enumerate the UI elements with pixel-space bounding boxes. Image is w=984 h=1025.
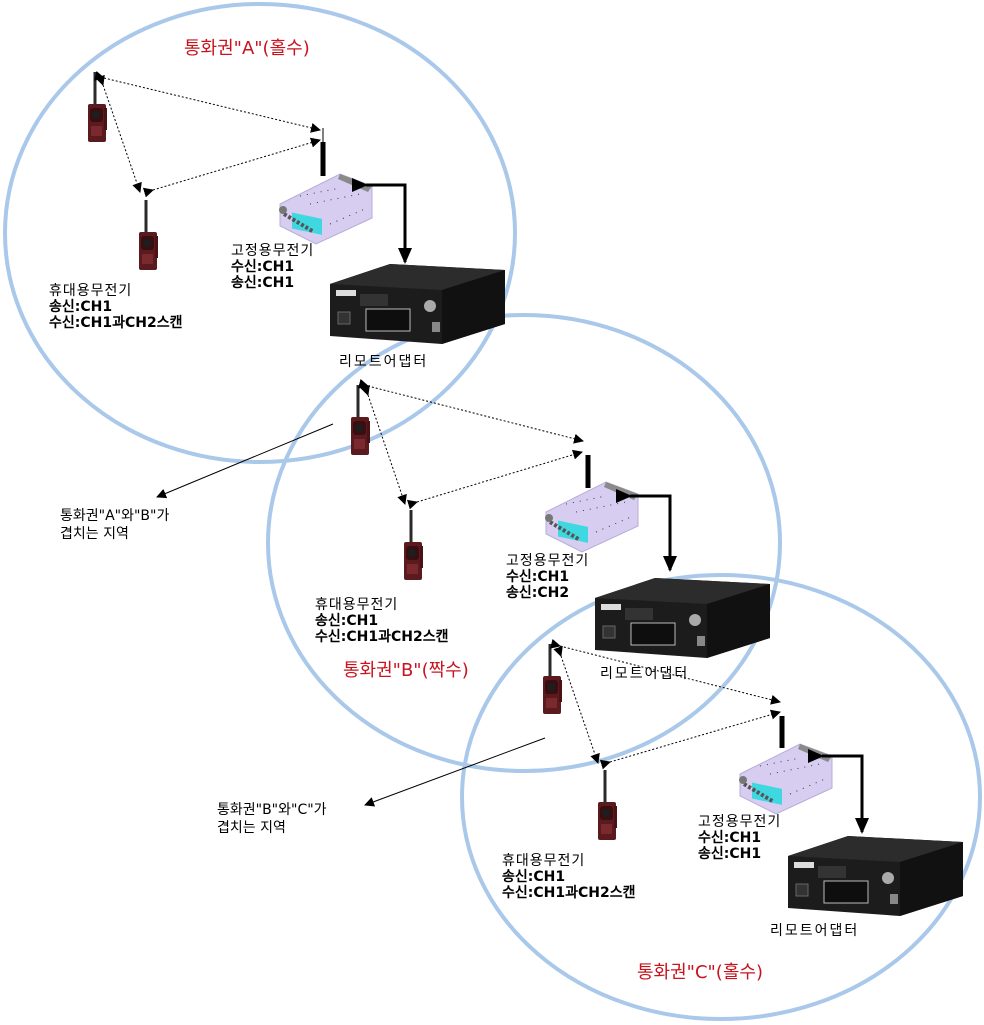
portable-label-a: 휴대용무전기 송신:CH1 수신:CH1과CH2스캔: [49, 283, 182, 331]
signal-arrow: [360, 384, 407, 505]
portable-label-c: 휴대용무전기 송신:CH1 수신:CH1과CH2스캔: [502, 853, 635, 901]
portable-radio-icon: [349, 383, 372, 457]
fixed-label-a: 고정용무전기 수신:CH1 송신:CH1: [231, 243, 314, 291]
zone-title-a: 통화권"A"(홀수): [184, 38, 310, 59]
overlap-note-ab: 통화권"A"와"B"가 겹치는 지역: [60, 507, 169, 543]
overlap-note-line1: 통화권"A"와"B"가: [60, 508, 170, 524]
portable-radio-icon: [596, 768, 619, 842]
adapter-label-a: 리모트어댑터: [339, 354, 429, 370]
remote-adapter-icon: [787, 835, 964, 917]
overlap-pointer-ab: [156, 423, 334, 499]
fixed-rx: 수신:CH1: [231, 259, 295, 275]
fixed-tx: 송신:CH1: [231, 275, 295, 291]
overlap-note-line1: 통화권"B"와"C"가: [217, 802, 327, 818]
signal-arrow: [599, 709, 781, 770]
overlap-note-bc: 통화권"B"와"C"가 겹치는 지역: [217, 801, 327, 837]
portable-name: 휴대용무전기: [49, 283, 133, 299]
portable-rx: 수신:CH1과CH2스캔: [315, 629, 449, 645]
signal-arrow: [94, 71, 321, 133]
portable-label-b: 휴대용무전기 송신:CH1 수신:CH1과CH2스캔: [315, 597, 448, 645]
signal-arrow: [553, 645, 600, 764]
zone-title-c: 통화권"C"(홀수): [637, 962, 763, 983]
portable-tx: 송신:CH1: [49, 299, 113, 315]
portable-radio-icon: [541, 642, 564, 716]
fixed-label-b: 고정용무전기 수신:CH1 송신:CH2: [506, 553, 589, 601]
portable-tx: 송신:CH1: [502, 869, 566, 885]
remote-adapter-icon: [594, 577, 771, 659]
signal-arrow: [406, 449, 583, 510]
portable-name: 휴대용무전기: [315, 597, 399, 613]
zone-circle-c: [460, 573, 982, 1021]
overlap-note-line2: 겹치는 지역: [60, 526, 129, 542]
fixed-tx: 송신:CH2: [506, 585, 570, 601]
portable-radio-icon: [137, 198, 160, 272]
adapter-label-b: 리모트어댑터: [600, 666, 690, 682]
adapter-label-c: 리모트어댑터: [770, 923, 860, 939]
signal-arrow: [358, 378, 584, 444]
fixed-radio-icon: [737, 742, 834, 816]
signal-arrow: [95, 74, 142, 193]
portable-radio-icon: [402, 508, 425, 582]
portable-radio-icon: [86, 70, 109, 144]
fixed-name: 고정용무전기: [231, 243, 315, 259]
link-arrow: [352, 178, 412, 264]
portable-rx: 수신:CH1과CH2스캔: [502, 885, 636, 901]
fixed-radio-icon: [277, 172, 374, 246]
portable-tx: 송신:CH1: [315, 613, 379, 629]
fixed-rx: 수신:CH1: [698, 830, 762, 846]
portable-name: 휴대용무전기: [502, 853, 586, 869]
remote-adapter-icon: [329, 263, 506, 345]
overlap-pointer-bc: [364, 737, 546, 807]
fixed-radio-icon: [543, 480, 640, 554]
fixed-name: 고정용무전기: [506, 553, 590, 569]
zone-title-b: 통화권"B"(짝수): [343, 660, 469, 681]
signal-arrow: [142, 137, 321, 198]
link-arrow: [808, 749, 869, 834]
fixed-label-c: 고정용무전기 수신:CH1 송신:CH1: [698, 814, 781, 862]
portable-rx: 수신:CH1과CH2스캔: [49, 315, 183, 331]
fixed-tx: 송신:CH1: [698, 846, 762, 862]
fixed-rx: 수신:CH1: [506, 569, 570, 585]
zone-circle-b: [266, 313, 782, 773]
link-arrow: [616, 489, 677, 572]
zone-circle-a: [3, 2, 517, 464]
overlap-note-line2: 겹치는 지역: [217, 820, 286, 836]
fixed-name: 고정용무전기: [698, 814, 782, 830]
